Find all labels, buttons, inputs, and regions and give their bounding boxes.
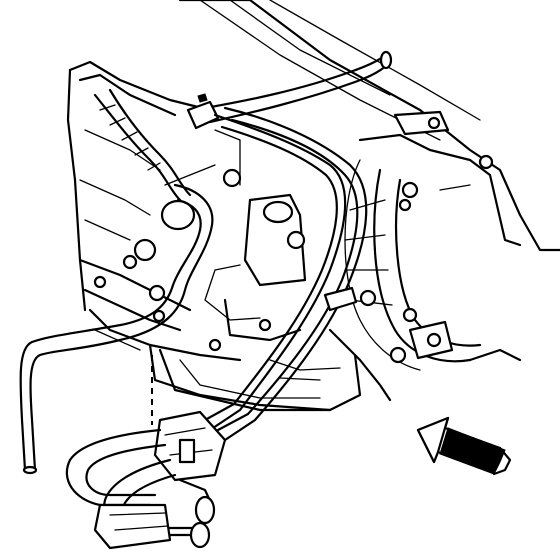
left-hose [19, 183, 214, 475]
clip-icon [186, 93, 220, 130]
bolt-icon [148, 284, 166, 302]
bolt-icon [93, 275, 107, 289]
bolt-icon [258, 318, 272, 332]
transmission-case [178, 0, 560, 402]
bolt-icon [427, 116, 441, 130]
engine-block [66, 60, 362, 412]
bolt-icon [152, 309, 166, 323]
bolt-icon [389, 346, 407, 364]
bolt-icon [398, 198, 412, 212]
cooler-line-ends [65, 428, 216, 550]
bolt-icon [208, 338, 222, 352]
flange-bolts [359, 116, 494, 364]
bolt-icon [359, 289, 377, 307]
bolt-icon [402, 307, 418, 323]
bolt-icon [401, 181, 419, 199]
view-arrow-icon [416, 416, 512, 476]
line-fitting-icon [153, 410, 227, 482]
bolt-icon [122, 254, 138, 270]
bolt-icon [222, 168, 242, 188]
cooler-line-pair [203, 106, 368, 442]
bolt-icon [478, 154, 494, 170]
upper-line [203, 50, 393, 124]
bolt-icon [426, 332, 442, 348]
